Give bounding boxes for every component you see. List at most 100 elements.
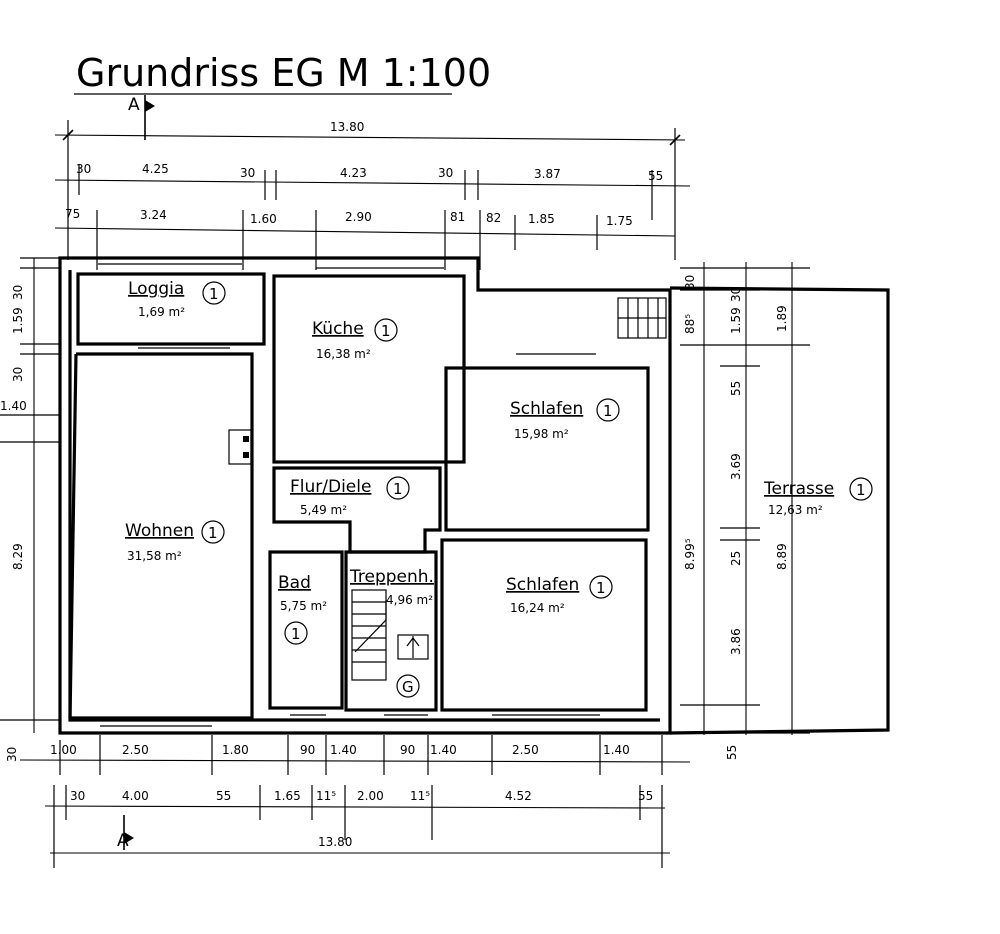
room-stairwell-area: 4,96 m² [386,593,433,607]
svg-text:30: 30 [5,747,19,762]
dim-top-overall: 13.80 [330,120,364,134]
svg-text:4.52: 4.52 [505,789,532,803]
svg-text:1.85: 1.85 [528,212,555,226]
svg-text:1.40: 1.40 [0,399,27,413]
room-bath-outline [268,550,344,710]
svg-text:55: 55 [648,169,663,183]
room-living-outline [70,352,254,720]
section-marker-bottom: A [117,815,134,851]
room-kitchen-area: 16,38 m² [316,347,371,361]
room-bedroom-1-area: 15,98 m² [514,427,569,441]
room-terrace: Terrasse 12,63 m² 1 [763,477,873,517]
room-kitchen-outline [272,274,466,464]
svg-text:82: 82 [486,211,501,225]
svg-text:G: G [402,678,414,696]
svg-text:90: 90 [400,743,415,757]
svg-text:2.50: 2.50 [122,743,149,757]
room-bedroom2-outline [440,538,648,712]
svg-text:1: 1 [208,524,218,542]
room-hall-area: 5,49 m² [300,503,347,517]
svg-text:A: A [117,831,129,851]
svg-text:8.29: 8.29 [11,543,25,570]
svg-text:81: 81 [450,210,465,224]
svg-text:30: 30 [729,287,743,302]
room-stairwell-name: Treppenh. [349,567,434,587]
room-loggia: Loggia 1,69 m² 1 [128,279,226,319]
svg-text:1.40: 1.40 [430,743,457,757]
dimension-chain-bottom: 1.00 2.50 1.80 90 1.40 90 1.40 2.50 1.40… [19,735,691,868]
svg-text:1.59: 1.59 [11,307,25,334]
room-bedroom-2: Schlafen 16,24 m² 1 [506,575,613,615]
room-hall: Flur/Diele 5,49 m² 1 [290,476,410,517]
svg-text:3.86: 3.86 [729,628,743,655]
svg-text:11⁵: 11⁵ [410,789,430,803]
svg-text:3.87: 3.87 [534,167,561,181]
svg-text:4.00: 4.00 [122,789,149,803]
room-loggia-area: 1,69 m² [138,305,185,319]
room-stairwell-outline [344,550,438,712]
room-living-name: Wohnen [125,521,194,541]
room-kitchen: Küche 16,38 m² 1 [312,318,398,361]
svg-text:1.40: 1.40 [603,743,630,757]
svg-text:55: 55 [638,789,653,803]
room-loggia-name: Loggia [128,279,184,299]
svg-text:1.75: 1.75 [606,214,633,228]
svg-text:8.99⁵: 8.99⁵ [683,538,697,570]
room-bedroom-1: Schlafen 15,98 m² 1 [510,398,620,441]
room-kitchen-name: Küche [312,319,364,339]
stairs-icon [351,589,429,681]
svg-text:1: 1 [291,625,301,643]
svg-text:90: 90 [300,743,315,757]
chimney-icon [228,429,252,465]
svg-text:30: 30 [11,285,25,300]
svg-text:1.40: 1.40 [330,743,357,757]
svg-text:1: 1 [856,481,866,499]
svg-text:1: 1 [596,579,606,597]
svg-text:30: 30 [240,166,255,180]
windows [98,263,600,727]
svg-text:88⁵: 88⁵ [683,314,697,334]
plan-title: Grundriss EG M 1:100 [76,51,491,95]
svg-text:1: 1 [393,480,403,498]
svg-text:30: 30 [70,789,85,803]
room-bath: Bad 5,75 m² 1 [278,573,327,645]
svg-text:1.59: 1.59 [729,307,743,334]
room-living-area: 31,58 m² [127,549,182,563]
room-terrace-name: Terrasse [763,479,834,499]
svg-text:11⁵: 11⁵ [316,789,336,803]
svg-text:30: 30 [76,162,91,176]
svg-text:30: 30 [683,275,697,290]
room-bedroom-2-area: 16,24 m² [510,601,565,615]
svg-text:1.65: 1.65 [274,789,301,803]
section-marker-top: A [128,95,155,140]
svg-text:3.69: 3.69 [729,453,743,480]
svg-text:55: 55 [216,789,231,803]
room-loggia-outline [76,272,266,346]
room-bedroom-2-name: Schlafen [506,575,579,595]
svg-text:1: 1 [209,285,219,303]
svg-text:2.50: 2.50 [512,743,539,757]
svg-text:4.25: 4.25 [142,162,169,176]
svg-text:1.89: 1.89 [775,305,789,332]
svg-text:8.89: 8.89 [775,543,789,570]
svg-text:55: 55 [725,745,739,760]
room-bedroom-1-name: Schlafen [510,399,583,419]
svg-text:A: A [128,95,140,115]
room-bath-name: Bad [278,573,311,593]
svg-text:3.24: 3.24 [140,208,167,222]
svg-text:1: 1 [603,402,613,420]
svg-text:1.60: 1.60 [250,212,277,226]
svg-text:2.00: 2.00 [357,789,384,803]
svg-text:30: 30 [11,367,25,382]
svg-text:13.80: 13.80 [318,835,352,849]
outdoor-steps-icon [617,297,667,339]
dimension-chain-left: 30 1.59 30 1.40 8.29 30 [0,257,60,762]
outer-walls [58,256,672,735]
svg-text:2.90: 2.90 [345,210,372,224]
svg-text:1: 1 [381,322,391,340]
svg-text:4.23: 4.23 [340,166,367,180]
room-bath-area: 5,75 m² [280,599,327,613]
room-terrace-area: 12,63 m² [768,503,823,517]
room-stairwell: Treppenh. 4,96 m² G [349,567,434,698]
